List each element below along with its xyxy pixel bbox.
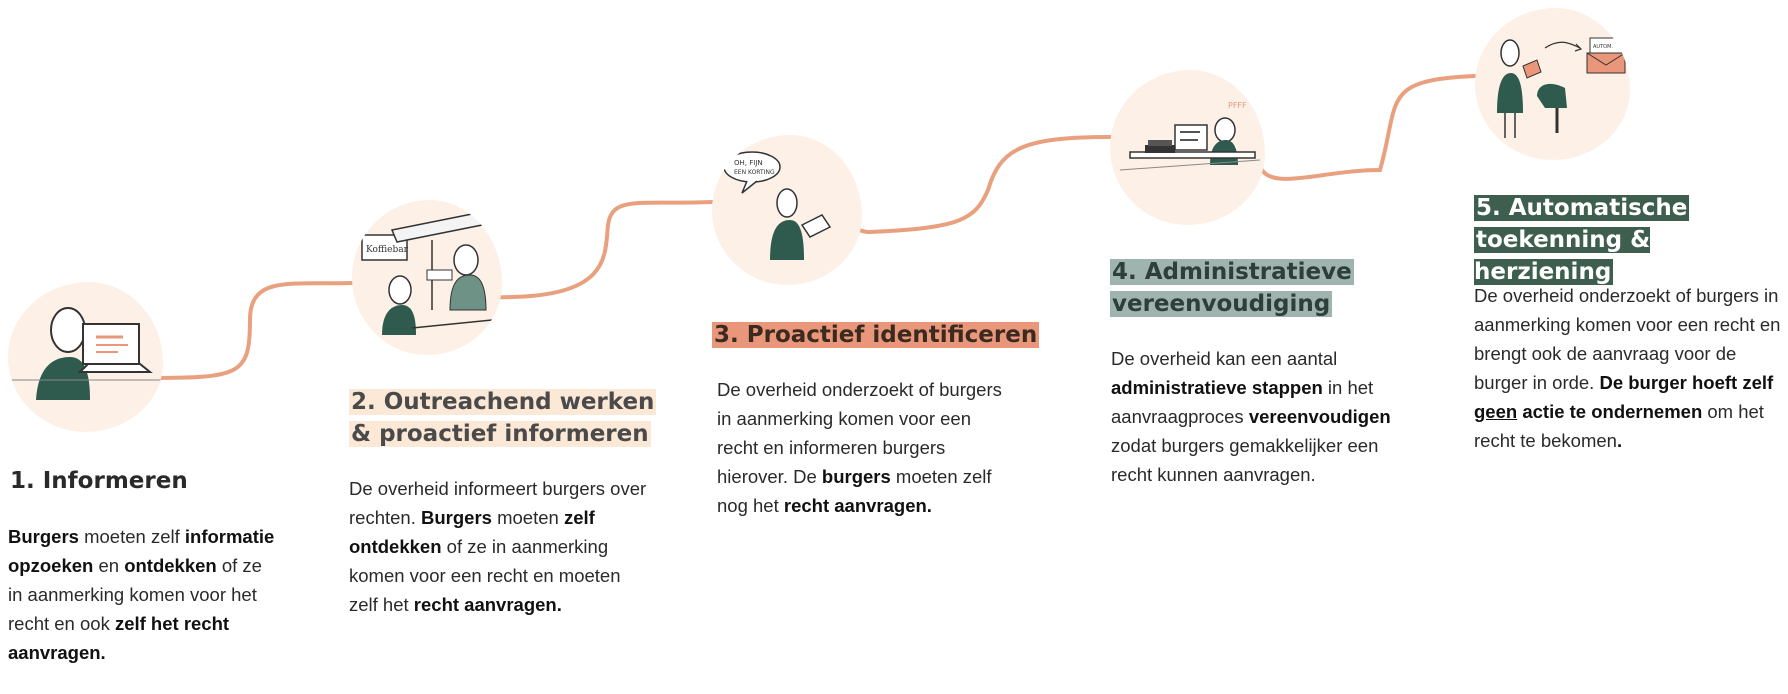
desc-run: Burgers	[421, 507, 492, 528]
desc-run: burgers	[821, 466, 891, 487]
desc-run: zelf ontdekken	[349, 507, 595, 557]
desc-run: recht aanvragen.	[413, 594, 562, 615]
desc-run: en	[93, 555, 125, 576]
speech-line-1: OH, FIJN	[734, 159, 763, 167]
desc-run: recht aanvragen.	[783, 495, 932, 516]
desc-run: om het recht te bekomen	[1474, 401, 1764, 451]
desc-run: De overheid onderzoekt of burgers in aan…	[717, 379, 1002, 487]
speech-line-2: EEN KORTING	[734, 169, 775, 176]
step-4-title-line: 4. Administratieve	[1110, 259, 1354, 285]
step-5-title: 5. Automatische toekenning & herziening	[1474, 192, 1788, 288]
desc-run: ontdekken	[124, 555, 217, 576]
step-5-title-line: 5. Automatische	[1474, 195, 1690, 221]
step-2-title-line: 2. Outreachend werken	[349, 389, 657, 415]
desc-run: moeten zelf	[78, 526, 185, 547]
envelope-text: AUTOM.	[1593, 44, 1613, 50]
illustration-automatisch: AUTOM.	[1475, 8, 1630, 160]
desc-run: actie te ondernemen	[1517, 401, 1703, 422]
step-2-title: 2. Outreachend werken & proactief informe…	[349, 386, 657, 450]
step-4-description: De overheid kan een aantal administratie…	[1111, 344, 1401, 489]
step-4-title-line: vereenvoudiging	[1110, 291, 1333, 317]
step-4-title: 4. Administratieve vereenvoudiging	[1110, 256, 1354, 320]
illustration-informeren	[8, 282, 163, 432]
desc-run: geen	[1474, 401, 1518, 422]
desc-run: De overheid kan een aantal	[1111, 348, 1338, 369]
desc-run: Burgers	[8, 526, 79, 547]
desc-run: zelf het recht aanvragen.	[8, 613, 230, 663]
step-3-title: 3. Proactief identificeren	[712, 319, 1040, 351]
desc-run: in het aanvraagproces	[1111, 377, 1374, 427]
step-3-description: De overheid onderzoekt of burgers in aan…	[717, 375, 1007, 520]
step-1-title-line: 1. Informeren	[10, 468, 188, 494]
illustration-proactief: OH, FIJN EEN KORTING "	[712, 135, 862, 285]
desc-run: De burger hoeft zelf	[1599, 372, 1774, 393]
sigh-text: PFFF	[1228, 101, 1247, 110]
desc-run: vereenvoudigen	[1248, 406, 1391, 427]
illustration-outreachend: Koffiebar	[352, 200, 502, 355]
step-2-description: De overheid informeert burgers over rech…	[349, 474, 649, 619]
step-5-description: De overheid onderzoekt of burgers in aan…	[1474, 281, 1784, 455]
desc-run: of ze in aanmerking komen voor het recht…	[8, 555, 262, 634]
step-5-title-line: toekenning & herziening	[1474, 227, 1651, 285]
step-2-title-line: & proactief informeren	[349, 421, 651, 447]
step-1-title: 1. Informeren	[8, 465, 190, 497]
step-3-title-line: 3. Proactief identificeren	[712, 322, 1040, 348]
svg-text:": "	[726, 158, 731, 171]
desc-run: De overheid informeert burgers over rech…	[349, 478, 647, 528]
shop-sign: Koffiebar	[366, 245, 409, 255]
desc-run: informatie opzoeken	[8, 526, 275, 576]
desc-run: of ze in aanmerking komen voor een recht…	[349, 536, 621, 615]
desc-run: .	[1616, 430, 1623, 451]
desc-run: zodat burgers gemakkelijker een recht ku…	[1111, 435, 1379, 485]
desc-run: administratieve stappen	[1111, 377, 1323, 398]
step-1-description: Burgers moeten zelf informatie opzoeken …	[8, 522, 278, 667]
desc-run: moeten zelf nog het	[717, 466, 992, 516]
desc-run: moeten	[491, 507, 564, 528]
illustration-administratief: PFFF	[1110, 70, 1265, 225]
desc-run: De overheid onderzoekt of burgers in aan…	[1474, 285, 1781, 393]
